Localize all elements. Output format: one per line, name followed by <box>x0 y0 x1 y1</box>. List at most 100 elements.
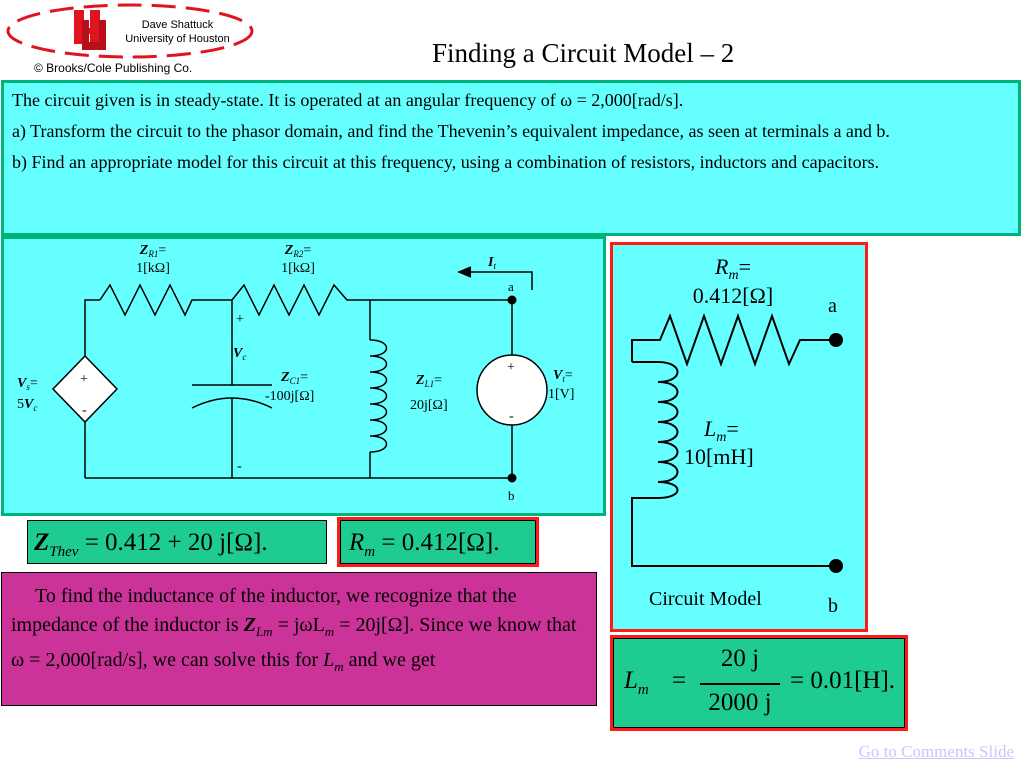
eq-lm-sym: L <box>624 667 638 694</box>
eq-lm-eq: = <box>672 667 687 694</box>
label-vs-eq: = <box>30 376 38 391</box>
label-zc1: ZC1= <box>280 370 308 386</box>
label-vc-minus: - <box>237 459 242 474</box>
label-vt-minus: - <box>509 409 514 424</box>
circuit-diagram: ZR1= 1[kΩ] ZR2= 1[kΩ] It a b + Vc - ZC1=… <box>17 243 574 503</box>
label-zc1-sym: Z <box>280 370 290 385</box>
model-label-b: b <box>828 595 838 617</box>
label-vc: Vc <box>233 346 246 362</box>
author-name: Dave Shattuck <box>141 19 214 31</box>
label-vs-val-sym: V <box>24 397 35 412</box>
explanation-z-sym: Z <box>243 614 256 636</box>
eq-zthev-sub: Thev <box>49 544 79 560</box>
label-zr2-sub: R2 <box>292 249 303 259</box>
label-vs-sub: s <box>26 382 30 392</box>
model-label-lm: Lm= <box>703 416 739 445</box>
eq-lm-fraction-bar <box>700 683 780 685</box>
label-vt-sub: t <box>562 374 565 384</box>
label-vs-minus: - <box>82 403 87 418</box>
model-lm-sym: L <box>703 416 716 441</box>
explanation-text-4: and we get <box>343 649 436 671</box>
problem-part-b: b) Find an appropriate model for this ci… <box>12 152 880 172</box>
eq-zthev-rhs: = 0.412 + 20 j[Ω]. <box>84 529 268 556</box>
label-zr1-value: 1[kΩ] <box>136 261 170 276</box>
resistor-r2-symbol <box>231 283 512 317</box>
explanation-panel: To find the inductance of the inductor, … <box>1 572 597 706</box>
model-rm-sym: R <box>714 254 729 279</box>
label-zr2: ZR2= <box>284 243 312 259</box>
label-zr2-eq: = <box>303 243 311 258</box>
explanation-text-2: = jωL <box>272 614 325 636</box>
explanation-z-sub: Lm <box>255 624 273 639</box>
model-inductor-symbol <box>657 361 679 499</box>
eq-lm-sub: m <box>637 682 649 698</box>
label-vt-sym: V <box>553 368 564 383</box>
label-vs-num: 5 <box>17 397 24 412</box>
label-terminal-a: a <box>508 279 514 294</box>
model-terminal-a-dot <box>829 333 843 347</box>
resistor-r1-symbol <box>99 283 232 317</box>
label-vs: Vs= <box>17 376 38 392</box>
eq-lm-numerator: 20 j <box>720 645 760 672</box>
label-zr2-sym: Z <box>284 243 294 258</box>
model-lm-value: 10[mH] <box>684 444 754 469</box>
label-zr1-eq: = <box>158 243 166 258</box>
model-rm-eq: = <box>739 254 751 279</box>
explanation-l-sym: L <box>323 649 335 671</box>
label-terminal-b: b <box>508 488 515 503</box>
label-vc-sub: c <box>242 352 246 362</box>
label-vs-sym: V <box>17 376 28 391</box>
label-zl1-sub: L1 <box>424 379 435 389</box>
label-zr1: ZR1= <box>139 243 167 259</box>
label-it-sub: t <box>493 261 496 271</box>
eq-rm-sub: m <box>364 544 376 560</box>
label-vs-value: 5Vc <box>17 397 37 413</box>
model-lm-sub: m <box>716 430 726 445</box>
label-zl1: ZL1= <box>415 373 442 389</box>
label-vc-sym: V <box>233 346 244 361</box>
problem-statement: The circuit given is in steady-state. It… <box>1 80 1021 236</box>
label-it: It <box>487 255 496 271</box>
wire-top <box>84 299 100 361</box>
label-vt: Vt= <box>553 368 573 384</box>
model-caption: Circuit Model <box>649 588 762 610</box>
eq-lm-denominator: 2000 j <box>708 689 772 716</box>
label-vc-plus: + <box>236 312 244 327</box>
label-vs-plus: + <box>80 372 88 387</box>
label-zl1-eq: = <box>434 373 442 388</box>
explanation-l-sub: m <box>324 624 335 639</box>
problem-intro: The circuit given is in steady-state. It… <box>12 90 684 110</box>
eq-zthev-sym: Z <box>34 529 50 556</box>
university-name: University of Houston <box>125 33 230 45</box>
model-lm-eq: = <box>726 416 738 441</box>
model-terminal-b-dot <box>829 559 843 573</box>
eq-lm-lhs: Lm <box>624 667 649 699</box>
label-zc1-sub: C1 <box>290 376 301 386</box>
model-resistor-symbol <box>631 313 836 367</box>
terminal-a-dot <box>507 295 517 305</box>
label-vs-val-sub: c <box>33 403 37 413</box>
model-label-rm: Rm= <box>714 254 751 283</box>
equation-zthev: ZThev = 0.412 + 20 j[Ω]. <box>27 520 327 564</box>
label-it-sym: I <box>487 255 494 270</box>
explanation-text-1: To find the inductance of the inductor, … <box>11 585 517 636</box>
label-zc1-value: -100j[Ω] <box>265 389 314 404</box>
eq-lm-rhs: = 0.01[H]. <box>790 667 896 694</box>
explanation-text-3: = 20j[Ω]. Since we know that ω = 2,000[r… <box>11 614 577 671</box>
label-vt-value: 1[V] <box>548 387 574 402</box>
label-zl1-value: 20j[Ω] <box>410 398 448 413</box>
eq-rm-rhs: = 0.412[Ω]. <box>381 529 500 556</box>
model-rm-sub: m <box>728 268 738 283</box>
label-vt-eq: = <box>565 368 573 383</box>
label-zc1-eq: = <box>300 370 308 385</box>
page-title: Finding a Circuit Model – 2 <box>432 38 735 68</box>
label-zl1-sym: Z <box>415 373 425 388</box>
equation-lm: Lm = 20 j 2000 j = 0.01[H]. <box>610 635 908 731</box>
eq-rm-sym: R <box>349 529 365 556</box>
explanation-l-sub-2: m <box>334 659 344 674</box>
model-rm-value: 0.412[Ω] <box>693 283 774 308</box>
comments-slide-link[interactable]: Go to Comments Slide <box>858 742 1014 761</box>
university-logo <box>6 3 254 59</box>
label-vt-plus: + <box>507 360 515 375</box>
label-zr2-value: 1[kΩ] <box>281 261 315 276</box>
